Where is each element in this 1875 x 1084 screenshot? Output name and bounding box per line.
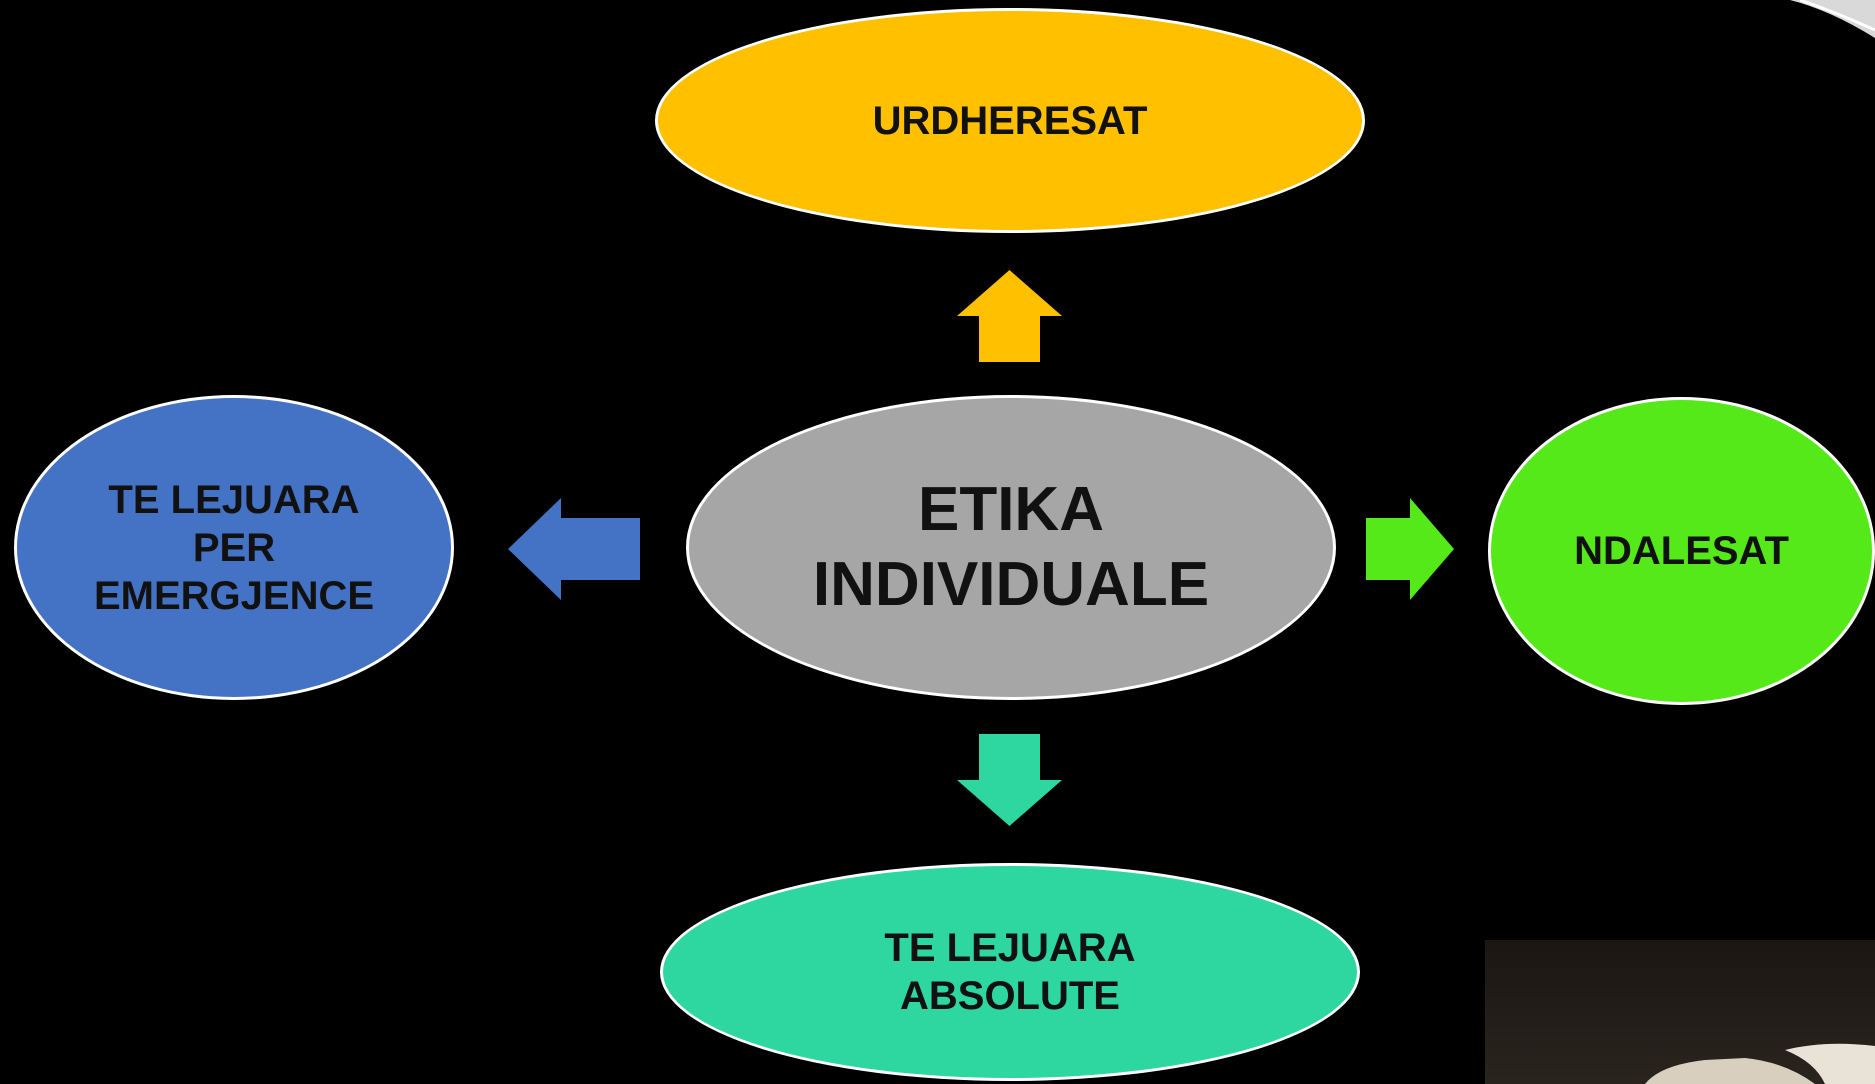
node-te-lejuara-per-emergjence: TE LEJUARA PER EMERGJENCE bbox=[14, 395, 454, 700]
node-te-lejuara-absolute: TE LEJUARA ABSOLUTE bbox=[660, 863, 1360, 1081]
node-urdheresat-label: URDHERESAT bbox=[872, 98, 1148, 143]
arrow-down-icon bbox=[957, 734, 1062, 826]
arrow-right-icon bbox=[1366, 498, 1454, 600]
photo-corner-icon bbox=[1485, 940, 1875, 1084]
node-ndalesat-label: NDALESAT bbox=[1574, 529, 1789, 573]
node-etika-individuale-label: ETIKA INDIVIDUALE bbox=[812, 475, 1210, 619]
node-te-lejuara-per-emergjence-label: TE LEJUARA PER EMERGJENCE bbox=[93, 477, 375, 618]
arrow-up-icon bbox=[957, 270, 1062, 362]
decorative-swoosh-icon bbox=[1790, 0, 1875, 38]
node-te-lejuara-absolute-label: TE LEJUARA ABSOLUTE bbox=[884, 926, 1136, 1018]
arrow-left-icon bbox=[508, 498, 640, 600]
node-etika-individuale: ETIKA INDIVIDUALE bbox=[686, 395, 1336, 700]
node-urdheresat: URDHERESAT bbox=[655, 8, 1365, 233]
node-ndalesat: NDALESAT bbox=[1488, 397, 1875, 705]
